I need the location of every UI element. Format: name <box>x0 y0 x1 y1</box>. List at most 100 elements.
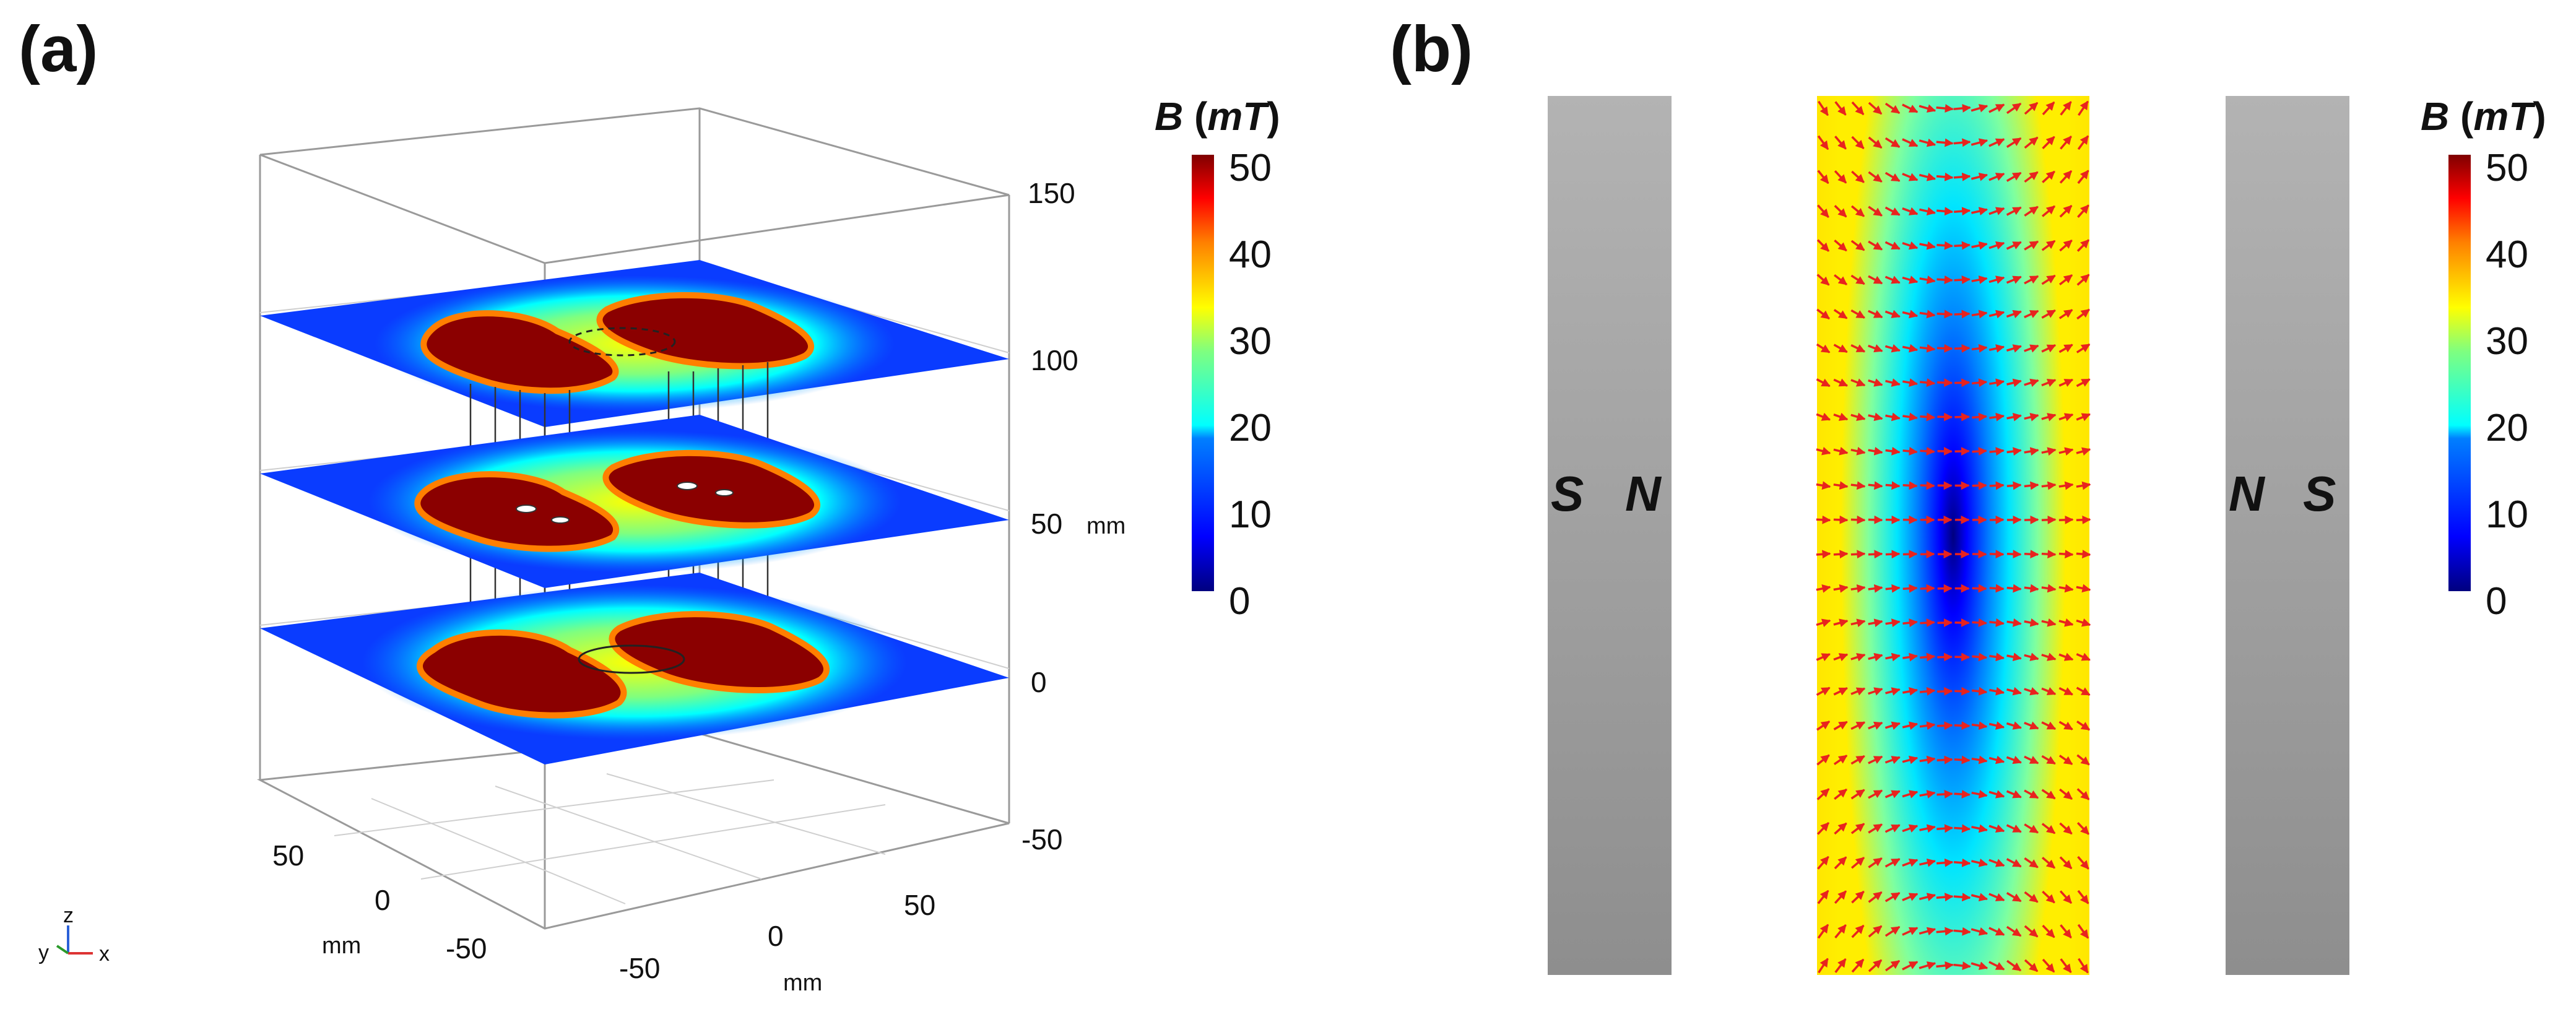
field-arrow <box>1884 344 1901 353</box>
field-arrow <box>1971 755 1988 764</box>
field-arrow <box>1936 790 1953 799</box>
field-arrow <box>2076 618 2091 627</box>
field-arrow <box>1920 618 1935 628</box>
slice-bottom <box>260 573 1009 764</box>
field-arrow <box>1885 412 1901 422</box>
field-arrow <box>1988 755 2005 764</box>
field-arrow <box>2041 618 2057 627</box>
field-arrow <box>1816 239 1830 252</box>
x-tick: 50 <box>904 889 935 921</box>
field-arrow <box>1919 207 1936 216</box>
field-arrow <box>1834 788 1847 800</box>
y-axis: 50 0 mm -50 <box>272 839 487 964</box>
field-arrow <box>1919 241 1936 250</box>
field-arrow <box>2042 958 2055 973</box>
field-arrow <box>2024 686 2039 696</box>
field-arrow <box>1868 687 1883 696</box>
field-arrow <box>1868 102 1883 115</box>
field-arrow <box>1850 584 1866 593</box>
field-arrow <box>2041 515 2057 524</box>
field-arrow <box>2006 790 2022 799</box>
field-arrow <box>1989 481 2005 490</box>
field-arrow <box>1817 135 1829 150</box>
field-arrow <box>2041 789 2056 800</box>
field-arrow <box>1936 858 1954 867</box>
field-arrow <box>1868 378 1883 387</box>
field-arrow <box>1989 550 2005 559</box>
field-arrow <box>1868 755 1883 764</box>
field-arrow <box>1971 275 1988 284</box>
field-arrow <box>1868 652 1883 662</box>
field-arrow <box>1816 274 1830 286</box>
field-arrow <box>2060 136 2072 150</box>
field-arrow <box>1868 857 1883 868</box>
field-arrow <box>2076 550 2091 559</box>
field-arrow <box>2024 925 2039 938</box>
field-arrow <box>2058 584 2074 593</box>
field-arrow <box>1988 275 2005 284</box>
field-arrow <box>1902 550 1918 559</box>
field-arrow <box>2042 170 2055 183</box>
field-arrow <box>1817 170 1829 184</box>
field-arrow <box>1988 686 2005 696</box>
field-arrow <box>1971 310 1988 319</box>
field-arrow <box>1902 378 1919 387</box>
field-arrow <box>1902 790 1919 799</box>
field-arrow <box>1988 961 2005 971</box>
field-arrow <box>2006 481 2022 490</box>
field-arrow <box>2006 447 2022 456</box>
field-arrow <box>1971 104 1988 113</box>
field-arrow <box>2006 241 2022 250</box>
field-arrow <box>2024 171 2039 183</box>
field-arrow <box>1884 858 1901 868</box>
field-arrow <box>1868 275 1883 285</box>
field-arrow <box>1885 378 1901 387</box>
field-arrow <box>1919 275 1936 284</box>
field-arrow <box>1971 138 1988 147</box>
field-arrow <box>1953 138 1971 147</box>
field-arrow <box>2058 721 2073 730</box>
field-arrow <box>1833 309 1848 319</box>
field-arrow <box>1954 790 1971 799</box>
panel-b-label: (b) <box>1390 13 1473 85</box>
field-arrow <box>2006 550 2022 559</box>
colorbar-a-tick: 30 <box>1229 320 1272 363</box>
x-axis: -50 0 mm 50 <box>619 889 935 996</box>
slice-middle <box>260 415 1009 588</box>
field-arrow <box>1919 721 1936 730</box>
field-arrow <box>2006 891 2022 903</box>
colorbar-b-tick: 10 <box>2486 493 2528 536</box>
field-arrow <box>1988 241 2005 250</box>
field-arrow <box>1919 858 1936 867</box>
field-arrow <box>1971 859 1988 867</box>
left-magnet-pole-inner: N <box>1625 466 1662 521</box>
field-arrow <box>1954 344 1971 353</box>
colorbar-b-tick: 40 <box>2486 233 2528 276</box>
field-arrow <box>2041 413 2057 422</box>
field-arrow <box>2076 788 2090 800</box>
field-arrow <box>1834 136 1847 150</box>
field-arrow <box>1833 412 1849 421</box>
field-arrow <box>2041 687 2057 696</box>
field-arrow <box>1885 481 1901 490</box>
x-axis-unit: mm <box>783 970 822 996</box>
field-arrow <box>1989 412 2005 422</box>
y-axis-unit: mm <box>322 933 361 959</box>
field-arrow <box>1884 275 1901 284</box>
triad-y-label: y <box>38 941 49 964</box>
field-arrow <box>1816 446 1831 456</box>
field-arrow <box>2041 857 2056 869</box>
field-arrow <box>1972 618 1987 627</box>
left-magnet-pole-outer: S <box>1551 466 1584 521</box>
field-arrow <box>2006 275 2022 284</box>
field-arrow <box>1868 925 1883 938</box>
field-arrow <box>2058 309 2073 319</box>
field-arrow <box>1868 446 1883 456</box>
field-arrow <box>1988 859 2005 867</box>
field-arrow <box>1902 138 1919 147</box>
field-arrow <box>1850 721 1866 730</box>
field-arrow <box>1868 550 1883 559</box>
orientation-triad: z y x <box>38 904 110 966</box>
field-arrow <box>1971 961 1988 970</box>
field-arrow <box>1989 447 2005 456</box>
